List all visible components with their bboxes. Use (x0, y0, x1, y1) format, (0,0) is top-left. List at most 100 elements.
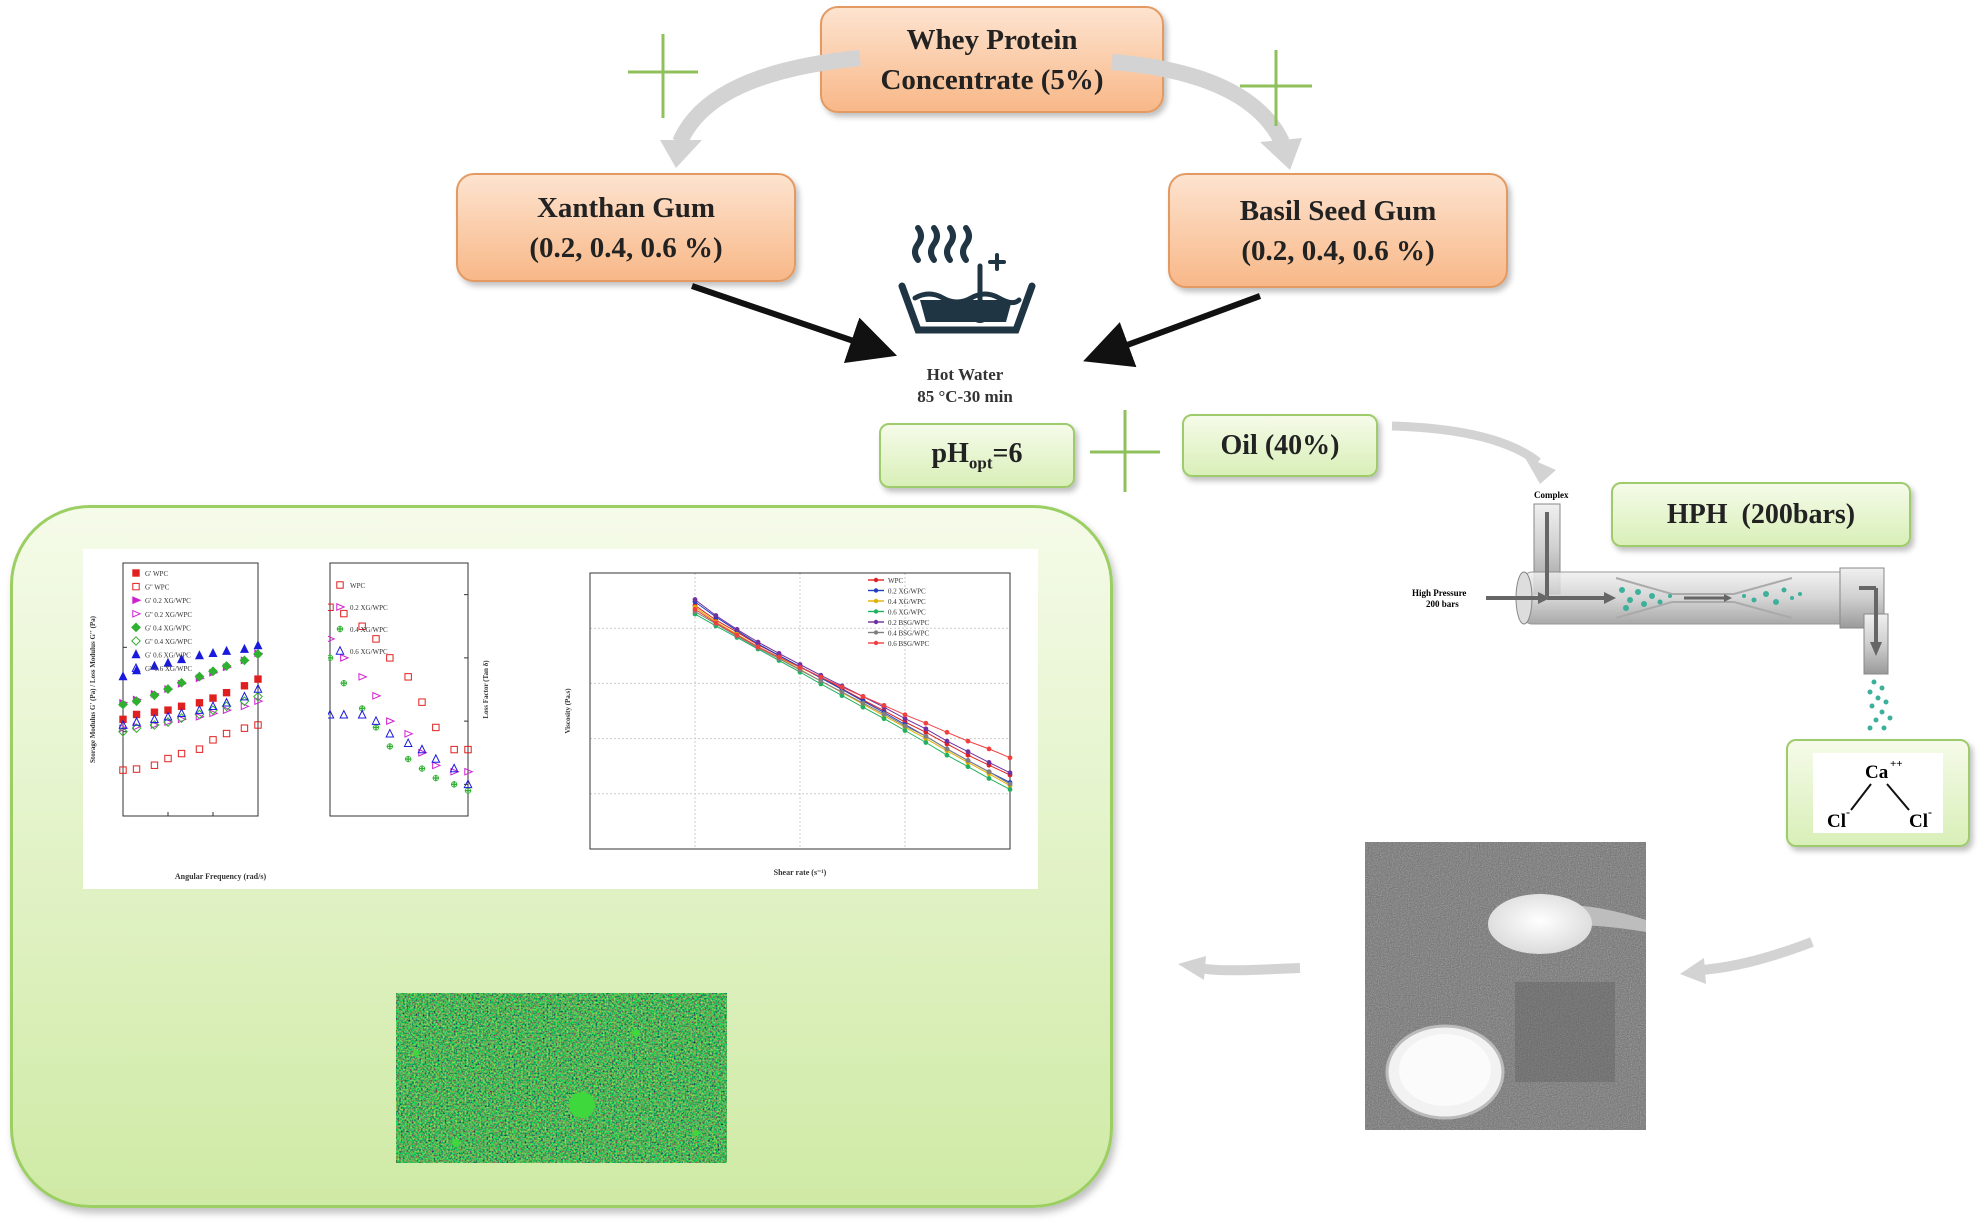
data-point (239, 691, 249, 701)
data-point (328, 635, 336, 643)
plus-sign-icon (628, 34, 698, 118)
legend-label: G'' 0.4 XG/WPC (145, 638, 192, 646)
data-point (450, 781, 458, 788)
svg-text:++: ++ (1890, 758, 1903, 770)
data-point (240, 702, 250, 711)
droplets (1619, 587, 1893, 731)
data-point (385, 728, 395, 738)
data-point (713, 613, 719, 618)
series-line (694, 611, 1011, 785)
data-point (131, 696, 142, 707)
legend-marker (336, 581, 344, 589)
y-axis-label: Viscosity (Pa.s) (564, 688, 572, 734)
legend-marker (873, 598, 879, 604)
data-point (944, 746, 950, 752)
data-point (371, 715, 381, 725)
legend-label: WPC (350, 582, 366, 590)
data-point (132, 716, 142, 726)
data-point (386, 743, 393, 750)
legend-label: 0.6 XG/WPC (888, 609, 926, 617)
y-axis-label: Storage Modulus G' (Pa) / Loss Modulus G… (89, 615, 97, 763)
whey-protein-line1: Whey Protein (906, 23, 1078, 56)
legend-marker (336, 603, 346, 611)
data-point (132, 765, 141, 773)
data-point (944, 752, 950, 758)
data-point (881, 702, 887, 708)
data-point (239, 643, 249, 653)
data-point (432, 774, 440, 782)
plus-sign-icon (1240, 50, 1312, 126)
data-point (118, 699, 128, 710)
legend-marker (131, 649, 141, 659)
data-point (386, 654, 394, 662)
legend-label: 0.6 BSG/WPC (888, 640, 930, 648)
cl-atom-left: Cl (1827, 811, 1846, 832)
data-point (432, 774, 439, 782)
data-point (404, 729, 414, 738)
gray-arrow-to-basil (1111, 54, 1302, 170)
data-point (149, 714, 159, 724)
data-point (923, 740, 929, 745)
legend-marker (336, 625, 344, 633)
y-axis-label: Loss Factor (Tan δ) (482, 660, 490, 719)
x-axis-label: Angular Frequency (rad/s) (175, 872, 267, 881)
data-point (209, 736, 217, 744)
data-point (404, 755, 412, 763)
legend-label: G' WPC (145, 570, 168, 578)
data-point (965, 758, 971, 763)
legend-marker (132, 569, 140, 577)
product-photo (1365, 842, 1646, 1130)
svg-text:200 bars: 200 bars (1426, 599, 1459, 609)
data-point (860, 694, 866, 699)
data-point (818, 674, 824, 680)
data-point (463, 779, 473, 789)
legend-label: 0.2 XG/WPC (350, 604, 388, 612)
data-point (328, 709, 335, 719)
data-point (150, 761, 159, 769)
data-point (923, 733, 929, 739)
legend-marker (131, 636, 141, 646)
data-point (464, 787, 472, 794)
data-point (965, 752, 971, 758)
data-point (118, 726, 128, 737)
data-point (449, 763, 459, 773)
data-point (132, 665, 142, 675)
data-point (797, 664, 803, 670)
legend-label: G' 0.2 XG/WPC (145, 597, 191, 605)
data-point (119, 715, 127, 724)
data-point (1007, 781, 1013, 787)
series-line (694, 608, 1011, 759)
data-point (432, 761, 442, 770)
legend-marker (873, 630, 879, 635)
series-line (694, 613, 1011, 790)
series-line (694, 604, 1011, 776)
basil-seed-gum-line2: (0.2, 0.4, 0.6 %) (1241, 234, 1435, 267)
data-point (164, 754, 172, 763)
data-point (149, 720, 160, 730)
data-point (372, 724, 380, 731)
legend-marker (131, 622, 141, 633)
complex-label: Complex (1534, 490, 1569, 500)
data-point (881, 716, 887, 722)
data-point (253, 691, 263, 702)
data-point (209, 709, 219, 718)
data-point (239, 655, 250, 666)
hot-water-label: Hot Water 85 °C-30 min (917, 365, 1013, 406)
data-point (208, 700, 218, 710)
gray-arrow-to-photo (1680, 937, 1814, 984)
data-point (163, 717, 173, 727)
legend-label: 0.4 XG/WPC (888, 598, 926, 606)
data-point (177, 654, 187, 664)
legend-label: 0.4 BSG/WPC (888, 630, 930, 638)
hph-schematic: Complex High Pressure 200 bars (1412, 490, 1893, 731)
confocal-micrograph (396, 993, 727, 1163)
data-point (405, 755, 412, 763)
plot-frame (122, 562, 259, 817)
data-point (986, 776, 992, 781)
data-point (734, 627, 740, 632)
data-point (177, 749, 186, 758)
legend-label: 0.2 BSG/WPC (888, 619, 930, 627)
data-point (386, 743, 394, 750)
plus-sign-icon (1090, 410, 1160, 492)
